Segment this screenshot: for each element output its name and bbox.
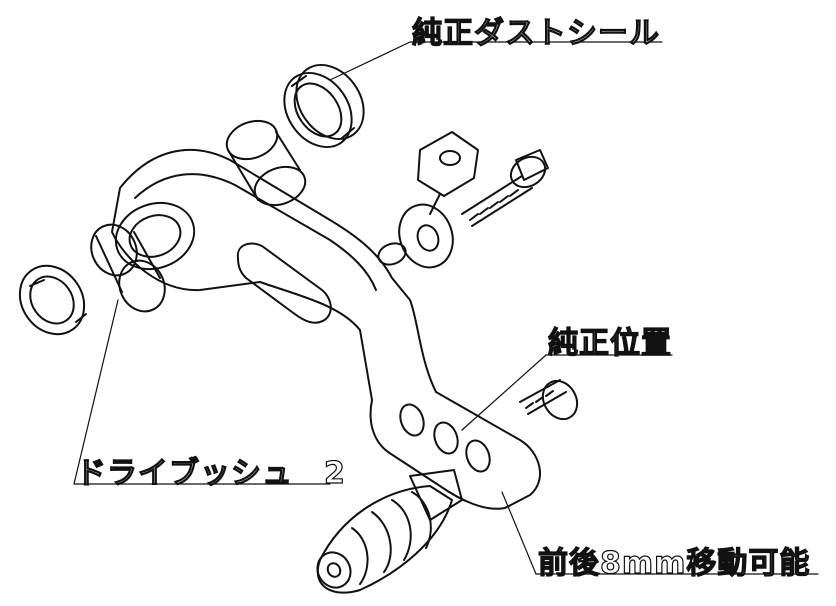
lower-bolt [519,379,579,421]
upper-bushing [225,119,307,207]
label-stock-position: 純正位置 [547,325,672,361]
leader-stock-position [461,354,673,431]
dust-seal-ring [283,63,365,149]
label-drive-bush: ドライブッシュ 2 [75,455,346,491]
lower-ring [18,264,87,336]
rod-end [377,131,479,269]
leader-drive-bush [73,299,331,485]
drive-bush [90,223,166,313]
lever-arm [111,148,541,510]
label-dust-seal: 純正ダストシール [411,15,660,51]
label-adjustment: 前後8mm移動可能 [537,545,811,581]
leader-lines [73,41,819,575]
upper-bolt [461,149,549,227]
foot-peg [316,469,463,594]
